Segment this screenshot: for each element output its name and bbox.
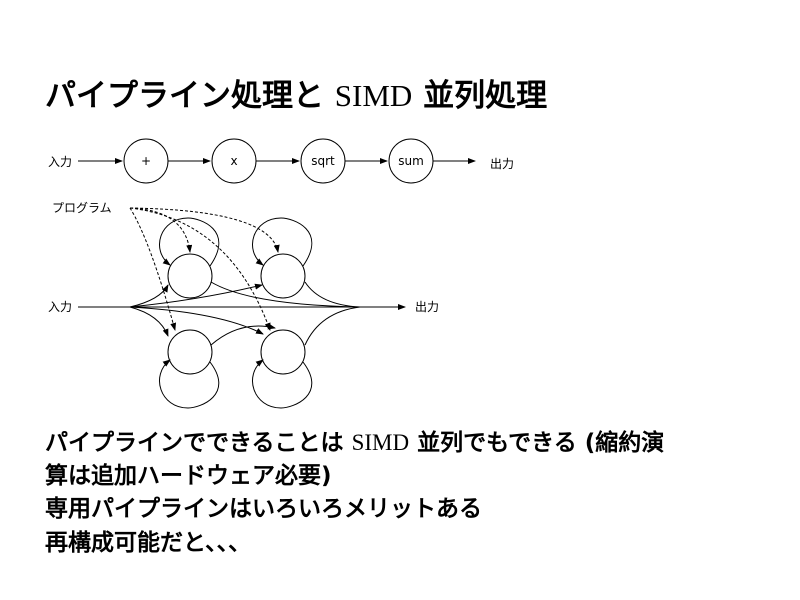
stage-label: sum (398, 154, 424, 168)
body-line-3: 専用パイプラインはいろいろメリットある (45, 496, 482, 522)
title-text-2: 並列処理 (412, 78, 548, 114)
body-line-2: 算は追加ハードウェア必要) (45, 463, 332, 489)
title-text: パイプライン処理と (45, 78, 335, 114)
stage-label: + (141, 154, 151, 168)
body-text: 並列でもできる (縮約演 (409, 430, 665, 456)
simd-output-label: 出力 (415, 300, 439, 314)
simd-diagram: プログラム 入力 出力 (48, 201, 439, 409)
body-line-1: パイプラインでできることは SIMD 並列でもできる (縮約演 (45, 423, 664, 457)
body-simd: SIMD (351, 430, 410, 455)
program-label: プログラム (52, 201, 112, 215)
pe-top-right (260, 253, 306, 299)
simd-input-label: 入力 (48, 300, 72, 314)
stage-label: x (230, 154, 237, 168)
pe-bottom-left (167, 329, 213, 375)
pipeline-input-label: 入力 (48, 155, 72, 169)
title-simd: SIMD (334, 78, 413, 113)
slide-title: パイプライン処理と SIMD 並列処理 (45, 70, 547, 115)
pipeline-diagram: 入力 + x sqrt sum 出力 (48, 138, 514, 184)
body-text: パイプラインでできることは (45, 430, 352, 456)
stage-label: sqrt (311, 154, 335, 168)
pe-top-left (167, 253, 213, 299)
pe-bottom-right (260, 329, 306, 375)
pipeline-output-label: 出力 (490, 157, 514, 171)
body-line-4: 再構成可能だと、、、 (45, 530, 252, 556)
